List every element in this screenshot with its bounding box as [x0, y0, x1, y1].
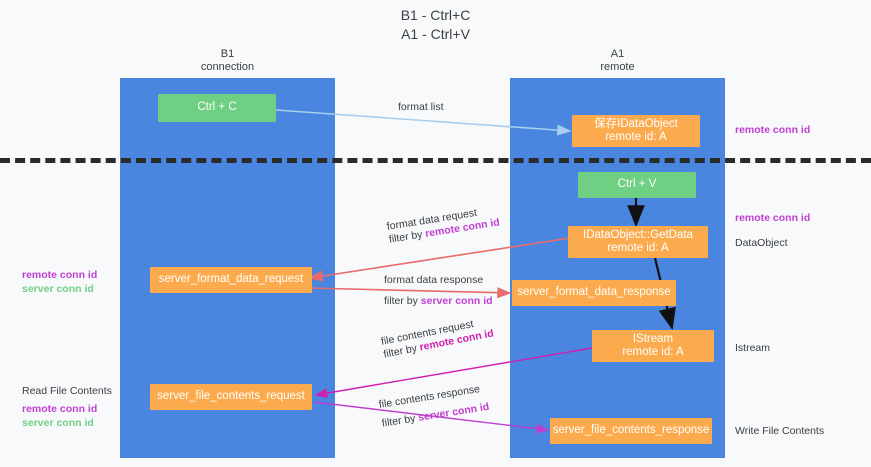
annotation-left-conn-ids-2: remote conn id server conn id: [22, 402, 97, 430]
node-server-format-data-response[interactable]: server_format_data_response: [512, 280, 676, 306]
edge-label-file-contents-request: file contents request filter by remote c…: [380, 315, 495, 362]
annotation-left-server-conn-id: server conn id: [22, 283, 94, 295]
node-save-idataobject[interactable]: 保存IDataObject remote id: A: [572, 115, 700, 147]
node-save-idataobject-line2: remote id: A: [605, 131, 667, 143]
annotation-read-file-contents: Read File Contents: [22, 384, 112, 398]
annotation-left-conn-ids: remote conn id server conn id: [22, 268, 97, 296]
node-istream[interactable]: IStream remote id: A: [592, 330, 714, 362]
node-server-format-data-response-label: server_format_data_response: [517, 286, 671, 299]
node-ctrl-v-label: Ctrl + V: [617, 178, 657, 191]
node-idataobject-getdata[interactable]: IDataObject::GetData remote id: A: [568, 226, 708, 258]
file-contents-response-accent: server conn id: [417, 400, 491, 424]
node-server-file-contents-response-label: server_file_contents_response: [552, 424, 710, 437]
node-server-file-contents-request[interactable]: server_file_contents_request: [150, 384, 312, 410]
node-istream-line1: IStream: [632, 332, 674, 345]
node-ctrl-c-label: Ctrl + C: [197, 101, 237, 114]
section-divider: [0, 158, 871, 163]
annotation-left-remote-conn-id: remote conn id: [22, 269, 98, 281]
node-server-format-data-request-label: server_format_data_request: [158, 273, 304, 286]
node-getdata-line2: remote id: A: [607, 242, 669, 254]
annotation-istream: Istream: [735, 341, 770, 355]
annotation-dataobject: DataObject: [735, 236, 788, 250]
annotation-left-server-conn-id-2: server conn id: [22, 417, 94, 429]
edge-format-list-text: format list: [398, 101, 444, 113]
lane-a1-name: A1: [610, 48, 625, 60]
title-line-2: A1 - Ctrl+V: [401, 26, 470, 42]
title-line-1: B1 - Ctrl+C: [400, 7, 471, 23]
annotation-remote-conn-id-top-text: remote conn id: [735, 124, 811, 136]
format-data-response-line1: format data response: [384, 274, 484, 286]
lane-title-b1: B1 connection: [140, 48, 315, 74]
node-istream-line2: remote id: A: [622, 346, 684, 358]
format-data-response-prefix: filter by: [384, 295, 421, 307]
annotation-remote-conn-id-mid: remote conn id: [735, 211, 810, 225]
annotation-remote-conn-id-mid-text: remote conn id: [735, 212, 811, 224]
node-ctrl-v[interactable]: Ctrl + V: [578, 172, 696, 198]
node-getdata-line1: IDataObject::GetData: [583, 228, 693, 241]
annotation-dataobject-text: DataObject: [735, 237, 788, 249]
edge-label-format-list: format list: [398, 101, 444, 114]
node-ctrl-c[interactable]: Ctrl + C: [158, 94, 276, 122]
annotation-left-remote-conn-id-2: remote conn id: [22, 403, 98, 415]
node-save-idataobject-line1: 保存IDataObject: [594, 117, 678, 130]
annotation-istream-text: Istream: [735, 342, 771, 354]
lane-a1-role: remote: [600, 61, 635, 73]
lane-b1-role: connection: [200, 61, 255, 73]
node-server-file-contents-request-label: server_file_contents_request: [157, 390, 305, 403]
lane-title-a1: A1 remote: [530, 48, 705, 74]
node-server-file-contents-response[interactable]: server_file_contents_response: [550, 418, 712, 444]
format-data-response-line2: filter by server conn id: [384, 295, 493, 308]
annotation-write-file-contents: Write File Contents: [735, 424, 824, 438]
node-server-format-data-request[interactable]: server_format_data_request: [150, 267, 312, 293]
lane-b1-name: B1: [220, 48, 235, 60]
edge-label-format-data-request: format data request filter by remote con…: [386, 203, 501, 246]
edge-label-file-contents-response: file contents response filter by server …: [378, 382, 490, 431]
edge-label-format-data-response: format data response filter by server co…: [384, 274, 493, 308]
annotation-read-file-contents-text: Read File Contents: [22, 385, 112, 397]
page-title: B1 - Ctrl+C A1 - Ctrl+V: [0, 6, 871, 44]
annotation-write-file-contents-text: Write File Contents: [735, 425, 825, 437]
file-contents-response-prefix: filter by: [380, 412, 420, 430]
format-data-response-accent: server conn id: [420, 295, 493, 307]
annotation-remote-conn-id-top: remote conn id: [735, 123, 810, 137]
